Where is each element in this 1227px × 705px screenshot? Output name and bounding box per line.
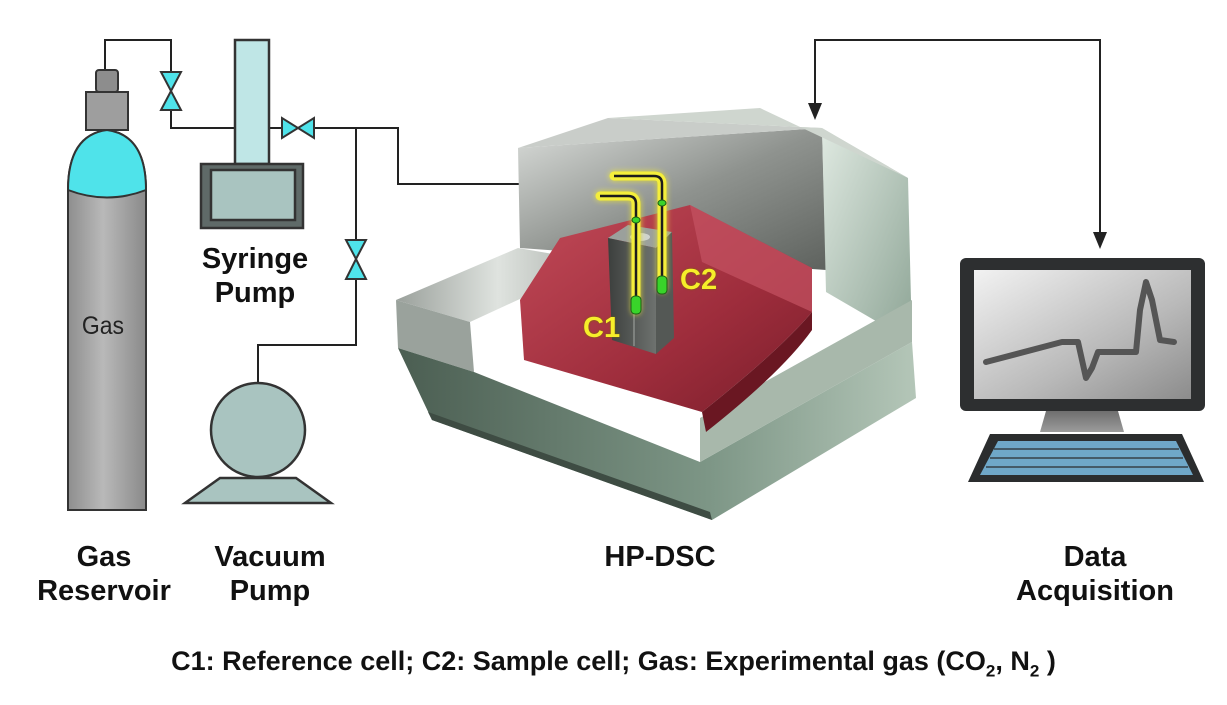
syringe-pump-icon — [199, 38, 305, 230]
data-acquisition-label: Data Acquisition — [990, 540, 1200, 608]
vacuum-pump-icon — [181, 381, 335, 505]
c1-label: C1 — [583, 312, 621, 344]
c2-label: C2 — [680, 264, 718, 296]
syringe-pump-label-line1: Syringe — [201, 243, 309, 275]
data-acquisition-label-line1: Data — [1063, 541, 1127, 573]
vacuum-pump-label-line1: Vacuum — [214, 541, 326, 573]
caption-sub1: 2 — [985, 661, 996, 681]
valve-icon — [281, 116, 315, 140]
arrow-head — [808, 103, 822, 120]
syringe-pump-label: Syringe Pump — [180, 242, 330, 310]
data-line — [814, 39, 1101, 232]
gas-lines — [104, 39, 520, 385]
data-acquisition-label-line2: Acquisition — [1016, 575, 1174, 608]
gas-cylinder-icon — [66, 69, 148, 511]
gas-reservoir-label-line2: Reservoir — [37, 575, 171, 608]
figure-caption: C1: Reference cell; C2: Sample cell; Gas… — [0, 646, 1227, 681]
caption-part1: C1: Reference cell; C2: Sample cell; Gas… — [171, 646, 986, 676]
cell-markers — [630, 199, 668, 315]
arrow-head — [1093, 232, 1107, 249]
caption-part2: , N — [995, 646, 1030, 676]
hp-dsc-label: HP-DSC — [604, 541, 716, 573]
gas-reservoir-label-line1: Gas — [76, 541, 132, 573]
valve-icon — [344, 239, 368, 280]
vacuum-pump-label: Vacuum Pump — [190, 540, 350, 608]
caption-part3: ) — [1039, 646, 1056, 676]
valve-icon — [159, 71, 183, 111]
gas-reservoir-label: Gas Reservoir — [18, 540, 190, 608]
monitor-icon — [960, 258, 1205, 432]
cylinder-label: Gas — [81, 312, 125, 340]
syringe-pump-label-line2: Pump — [214, 277, 296, 310]
vacuum-pump-label-line2: Pump — [229, 575, 311, 608]
sample-tubes — [595, 171, 667, 315]
caption-sub2: 2 — [1029, 661, 1040, 681]
